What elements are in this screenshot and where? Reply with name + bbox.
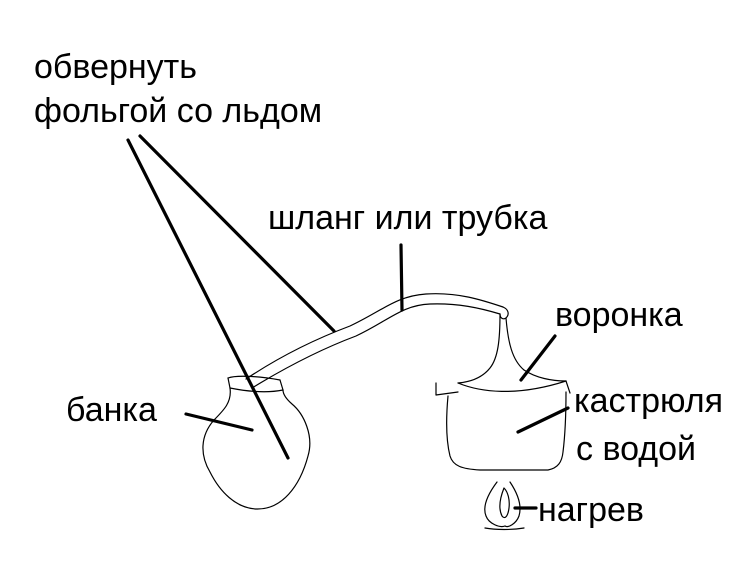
pot-drawing [435,380,571,471]
pot-label-line1: кастрюля [574,382,723,420]
hose-pointer [399,243,404,312]
hose-drawing [245,293,509,389]
funnel-drawing [457,313,567,392]
pot-pointer [516,406,570,434]
jar-label: банка [66,391,157,429]
pointer-lines [126,134,570,510]
flame-drawing [484,481,525,531]
wrap-label-line1: обвернуть [34,48,197,86]
wrap-label-line2: фольгой со льдом [34,92,322,130]
hose-label: шланг или трубка [268,199,547,237]
heat-label: нагрев [538,491,644,529]
funnel-label: воронка [555,296,683,334]
jar-pointer [184,412,254,432]
wrap-pointer-to-hose [138,134,336,333]
wrap-pointer-to-jar [126,138,290,460]
pot-label-line2: с водой [576,430,696,468]
funnel-pointer [519,334,557,382]
